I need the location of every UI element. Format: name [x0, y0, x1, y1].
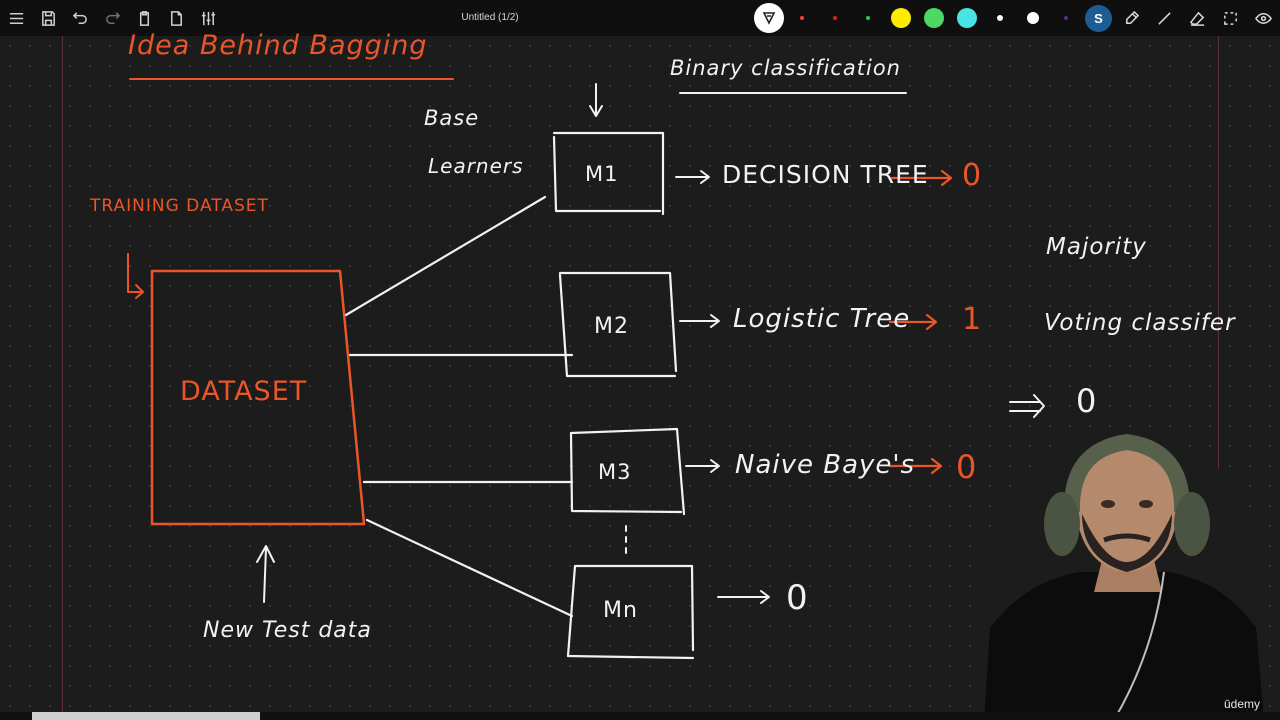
stroke-size-small[interactable]	[983, 0, 1016, 36]
highlighter-icon[interactable]	[1115, 0, 1148, 36]
right-margin-line	[1218, 36, 1219, 712]
selection-icon[interactable]	[1214, 0, 1247, 36]
drawing-strokes	[127, 78, 1045, 660]
undo-icon[interactable]	[64, 0, 96, 36]
new-page-icon[interactable]	[160, 0, 192, 36]
paste-icon[interactable]	[128, 0, 160, 36]
output-m3: 0	[956, 448, 978, 486]
taskbar-thumbnail	[32, 712, 260, 720]
color-swatch-cyan[interactable]	[950, 0, 983, 36]
model-mn-label: Mn	[603, 598, 638, 623]
taskbar	[0, 712, 1280, 720]
binary-classification-label: Binary classification	[670, 56, 901, 80]
color-swatch-red-small[interactable]	[785, 0, 818, 36]
settings-sliders-icon[interactable]	[192, 0, 224, 36]
board-title: Idea Behind Bagging	[128, 30, 428, 61]
dataset-label: DATASET	[180, 376, 308, 407]
output-mn: 0	[786, 578, 809, 618]
final-result: 0	[1076, 382, 1098, 420]
pen-icon	[753, 3, 784, 33]
logistic-tree-label: Logistic Tree	[733, 304, 911, 334]
model-m3-label: M3	[598, 460, 632, 484]
new-test-data-label: New Test data	[203, 618, 372, 643]
smart-shape-button[interactable]: S	[1082, 0, 1115, 36]
save-icon[interactable]	[32, 0, 64, 36]
output-m2: 1	[962, 302, 983, 337]
top-toolbar: Untitled (1/2) S	[0, 0, 1280, 36]
color-swatch-green-small[interactable]	[851, 0, 884, 36]
presenter-webcam	[984, 432, 1264, 720]
base-learners-label-1: Base	[424, 106, 480, 130]
line-tool-icon[interactable]	[1148, 0, 1181, 36]
output-m1: 0	[962, 158, 983, 193]
udemy-watermark: ūdemy	[1224, 697, 1261, 711]
color-swatch-darkred-small[interactable]	[818, 0, 851, 36]
toolbar-right-group: S	[752, 0, 1280, 36]
voting-classifier-label: Voting classifer	[1044, 310, 1236, 336]
decision-tree-label: DECISION TREE	[722, 160, 929, 189]
eraser-icon[interactable]	[1181, 0, 1214, 36]
majority-label: Majority	[1046, 234, 1147, 260]
left-margin-line	[62, 36, 63, 712]
color-swatch-green[interactable]	[917, 0, 950, 36]
pen-tool-button[interactable]	[752, 0, 785, 36]
naive-bayes-label: Naive Baye's	[735, 450, 916, 480]
base-learners-label-2: Learners	[428, 154, 524, 178]
color-swatch-yellow[interactable]	[884, 0, 917, 36]
model-m1-label: M1	[585, 162, 619, 186]
redo-icon[interactable]	[96, 0, 128, 36]
menu-icon[interactable]	[0, 0, 32, 36]
smart-shape-icon: S	[1085, 4, 1112, 32]
stroke-size-medium[interactable]	[1016, 0, 1049, 36]
view-eye-icon[interactable]	[1247, 0, 1280, 36]
color-swatch-purple-small[interactable]	[1049, 0, 1082, 36]
document-title: Untitled (1/2)	[461, 12, 519, 23]
toolbar-left-group	[0, 0, 224, 36]
training-dataset-label: TRAINING DATASET	[90, 196, 269, 216]
model-m2-label: M2	[594, 314, 629, 339]
